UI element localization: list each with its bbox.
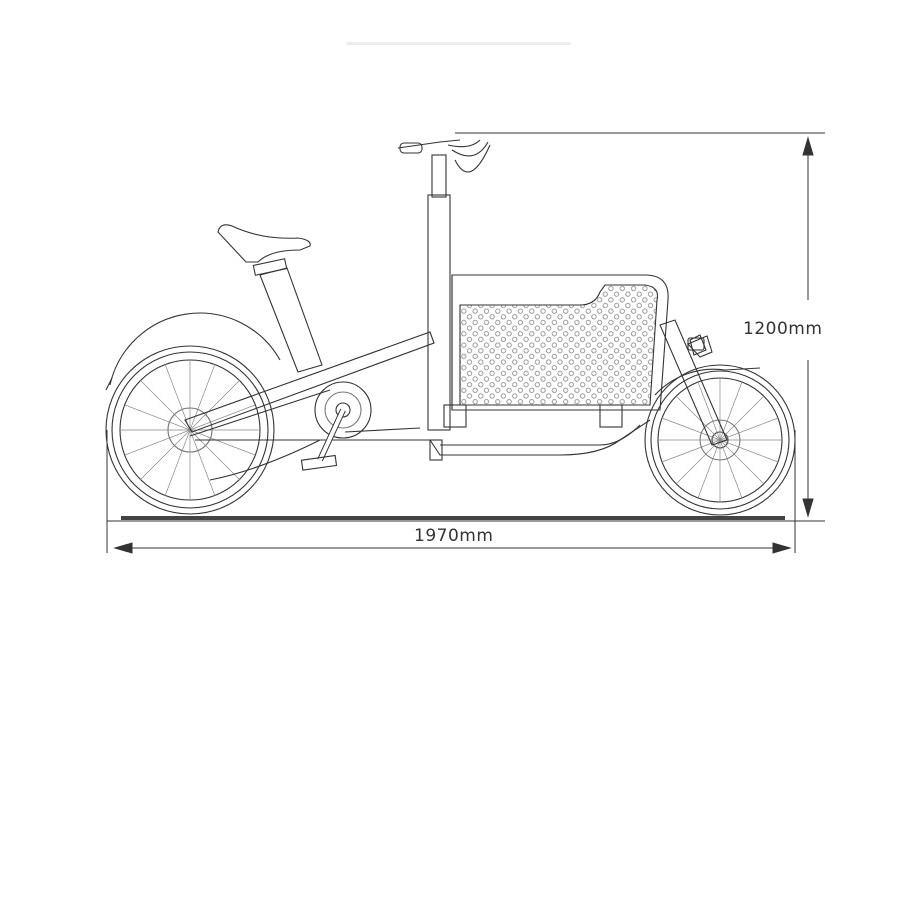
steering-column [397, 139, 491, 431]
seat-tube [259, 267, 323, 373]
top-scroll-indicator [346, 42, 571, 45]
lower-frame [340, 419, 651, 461]
chainring [300, 381, 372, 471]
length-dimension-label: 1970mm [414, 526, 494, 546]
cargo-box [443, 274, 669, 428]
saddle [217, 224, 311, 276]
rear-wheel [105, 312, 281, 515]
front-fork [659, 319, 728, 446]
rear-frame [184, 331, 435, 481]
front-wheel [644, 364, 796, 516]
height-dimension-label: 1200mm [743, 319, 823, 339]
dimension-lines [106, 132, 825, 554]
ground-line [121, 516, 785, 520]
